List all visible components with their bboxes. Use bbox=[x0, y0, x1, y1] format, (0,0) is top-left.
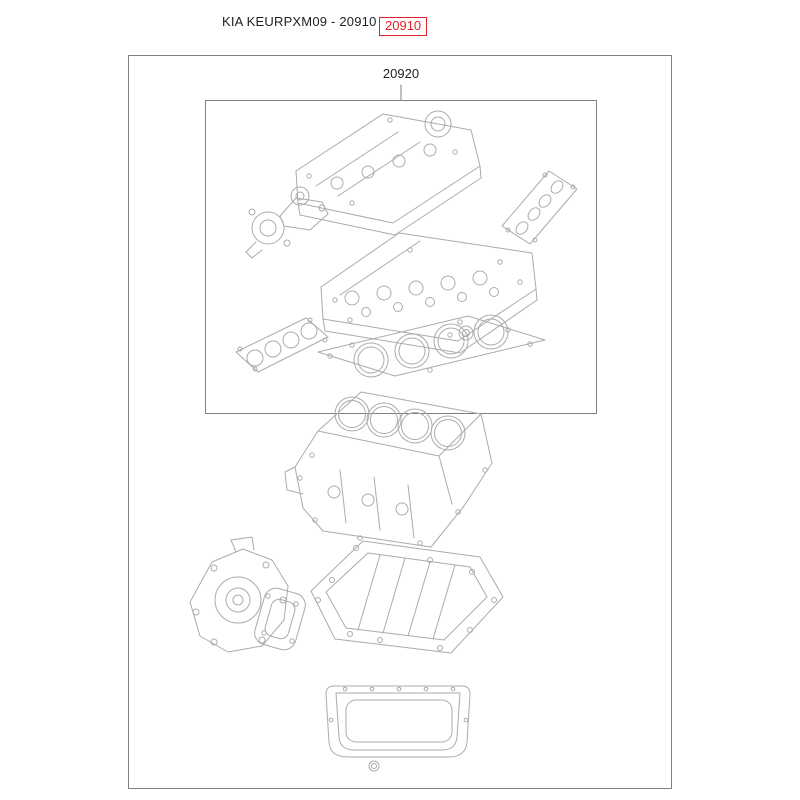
diagram-outer-frame bbox=[128, 55, 672, 789]
highlighted-part-number[interactable]: 20910 bbox=[379, 17, 428, 36]
gasket-kit-frame bbox=[205, 100, 597, 414]
subgroup-part-number[interactable]: 20920 bbox=[382, 66, 420, 81]
catalog-label: KIA KEURPXM09 - 20910 bbox=[222, 14, 377, 29]
